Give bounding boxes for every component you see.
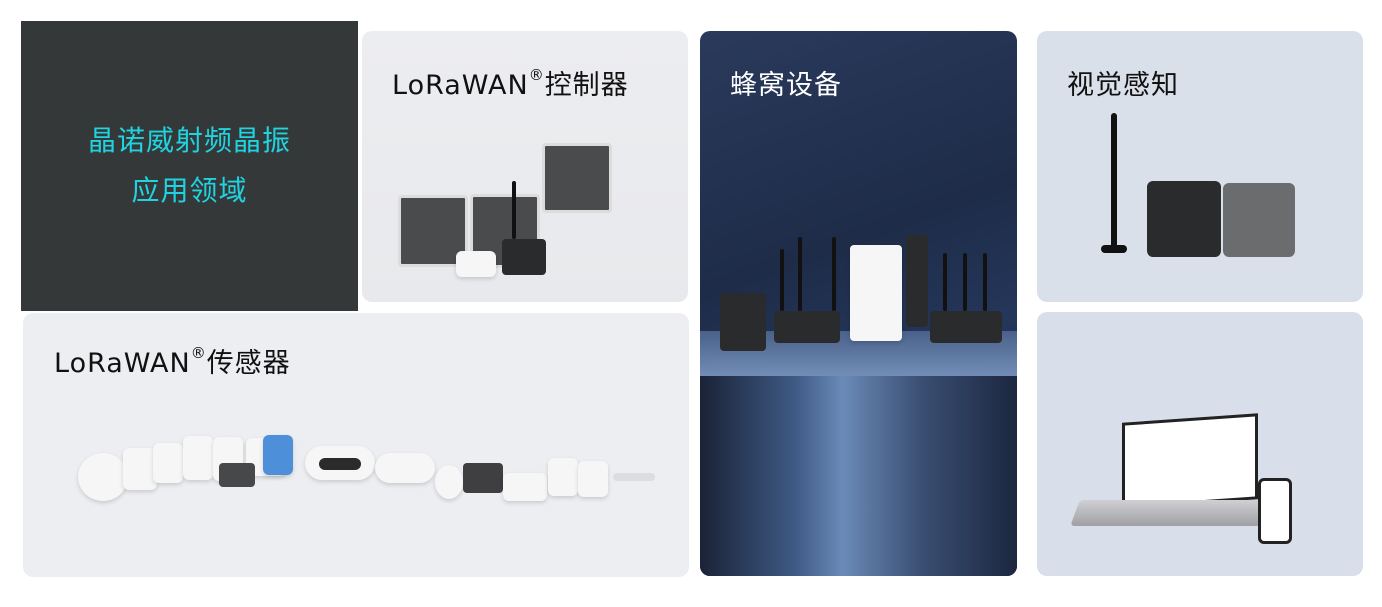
laptop-keyboard-base (1070, 500, 1270, 526)
card-title: LoRaWAN®传感器 (54, 344, 291, 379)
card-visual-perception[interactable]: 视觉感知 (1037, 31, 1363, 302)
banner-line-1: 晶诺威射频晶振 (87, 124, 291, 157)
phone-app-screen (1258, 478, 1292, 544)
laptop-dashboard-screen (1122, 413, 1258, 509)
card-cellular-devices[interactable]: 蜂窝设备 (700, 31, 1017, 576)
application-fields-banner: 晶诺威射频晶振 应用领域 (21, 21, 358, 311)
card-title: 蜂窝设备 (730, 70, 842, 101)
card-title: 视觉感知 (1067, 70, 1179, 101)
card-lorawan-sensors[interactable]: LoRaWAN®传感器 (23, 313, 689, 577)
pedestal (700, 376, 1017, 576)
card-lorawan-controller[interactable]: LoRaWAN®控制器 (362, 31, 688, 302)
card-title: LoRaWAN®控制器 (392, 66, 629, 101)
banner-line-2: 应用领域 (131, 174, 248, 207)
